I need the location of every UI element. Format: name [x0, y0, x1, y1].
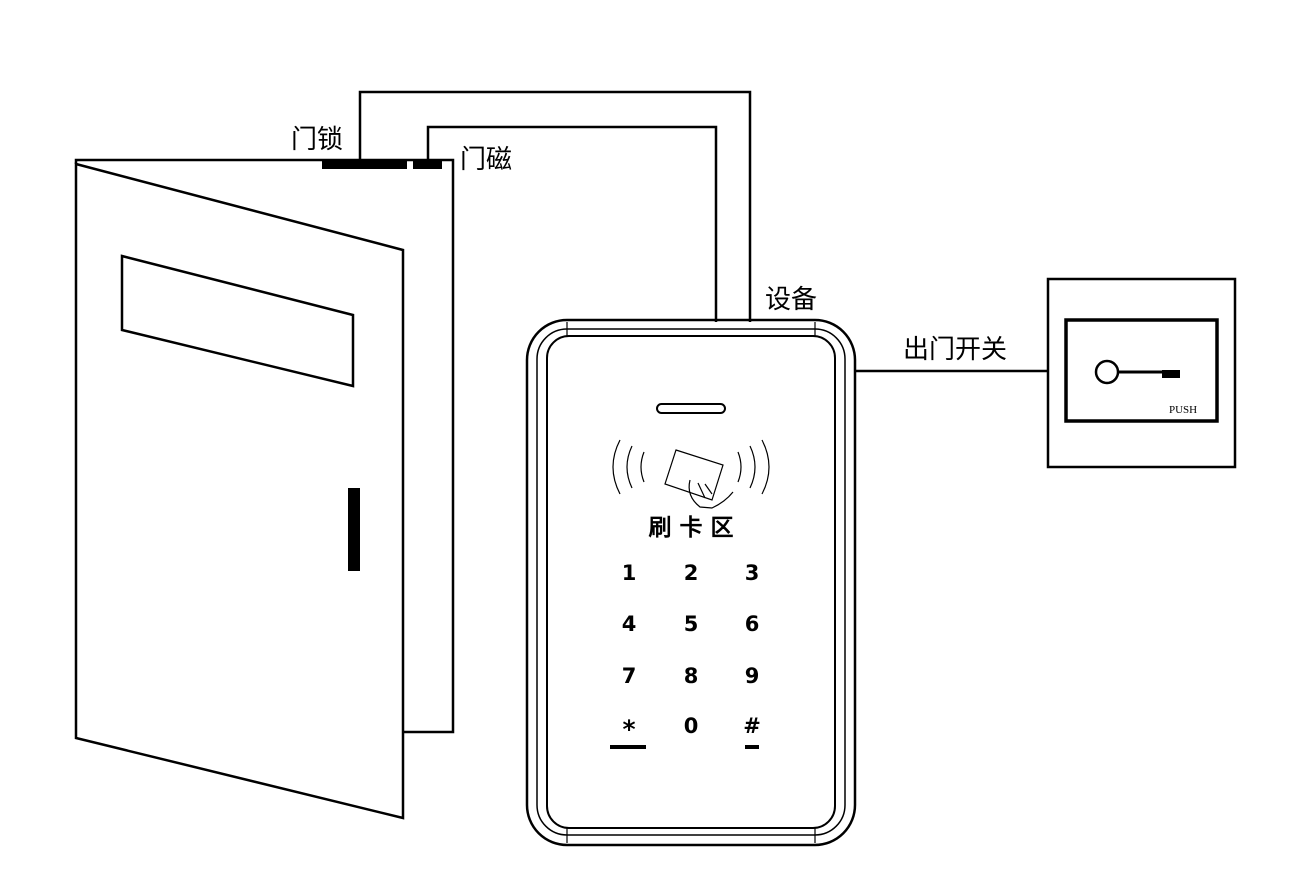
star-caption-mark: [610, 745, 646, 749]
reader-bezel: [536, 328, 846, 836]
door-frame: [74, 158, 455, 734]
hash-caption-mark: [745, 745, 759, 749]
exit-button-face[interactable]: [1064, 318, 1219, 423]
access-reader: 刷 卡 区 1 2 3 4 5 6 7 8 9 * 0 #: [525, 318, 857, 847]
sensor-wire: [426, 125, 718, 322]
key-7[interactable]: 7: [622, 664, 637, 688]
key-1[interactable]: 1: [622, 561, 637, 585]
door-window: [120, 254, 355, 388]
indicator-light: [656, 403, 726, 414]
door-lock-block: [322, 161, 407, 169]
key-3[interactable]: 3: [745, 561, 760, 585]
key-9[interactable]: 9: [745, 664, 760, 688]
exit-switch-label: 出门开关: [903, 335, 1007, 365]
key-5[interactable]: 5: [684, 612, 699, 636]
key-hash[interactable]: #: [743, 714, 761, 738]
lock-wire: [358, 90, 752, 322]
key-8[interactable]: 8: [684, 664, 699, 688]
key-0[interactable]: 0: [684, 714, 699, 738]
swipe-area-label: 刷 卡 区: [648, 515, 733, 541]
key-star[interactable]: *: [622, 715, 635, 744]
key-icon: [1094, 359, 1180, 385]
push-label: PUSH: [1169, 404, 1197, 416]
exit-button-plate: [1046, 277, 1237, 469]
key-6[interactable]: 6: [745, 612, 760, 636]
door-lock-label: 门锁: [291, 125, 343, 155]
key-2[interactable]: 2: [684, 561, 699, 585]
door-handle: [348, 488, 360, 571]
exit-button: PUSH: [1046, 277, 1237, 469]
key-4[interactable]: 4: [622, 612, 637, 636]
reader-outer-shell: [525, 318, 857, 847]
door-leaf: [74, 162, 405, 820]
reader-face: [546, 335, 836, 829]
device-label: 设备: [765, 285, 817, 315]
door-sensor-label: 门磁: [460, 145, 512, 175]
card-swipe-icon: [612, 439, 770, 509]
door-sensor-block: [413, 161, 442, 169]
keypad: 1 2 3 4 5 6 7 8 9 * 0 #: [610, 561, 761, 749]
